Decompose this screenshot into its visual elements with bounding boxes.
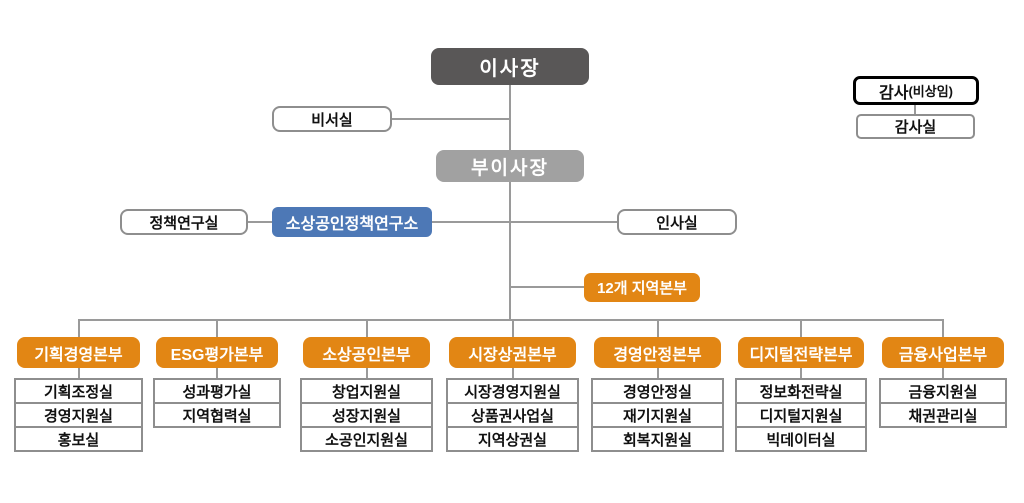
division-column-digital: 디지털전략본부 정보화전략실 디지털지원실 빅데이터실 xyxy=(735,319,867,452)
dept-cell: 경영지원실 xyxy=(14,402,143,428)
dept-cell: 성과평가실 xyxy=(153,378,281,404)
dept-cell: 디지털지원실 xyxy=(735,402,867,428)
division-column-small-business: 소상공인본부 창업지원실 성장지원실 소공인지원실 xyxy=(300,319,433,452)
dept-list: 경영안정실 재기지원실 회복지원실 xyxy=(591,378,724,452)
policy-institute-box: 소상공인정책연구소 xyxy=(272,207,432,237)
dept-cell: 홍보실 xyxy=(14,426,143,452)
dept-cell: 채권관리실 xyxy=(879,402,1007,428)
dept-cell: 지역상권실 xyxy=(446,426,579,452)
connector-distribution-bar xyxy=(78,319,944,321)
dept-list: 정보화전략실 디지털지원실 빅데이터실 xyxy=(735,378,867,452)
dept-cell: 정보화전략실 xyxy=(735,378,867,404)
audit-office-box: 감사실 xyxy=(856,114,975,139)
division-column-finance: 금융사업본부 금융지원실 채권관리실 xyxy=(879,319,1007,428)
connector-auditor-office xyxy=(914,104,916,115)
division-header: 디지털전략본부 xyxy=(738,337,864,368)
dept-cell: 상품권사업실 xyxy=(446,402,579,428)
division-column-planning: 기획경영본부 기획조정실 경영지원실 홍보실 xyxy=(14,319,143,452)
connector-vice-divisions xyxy=(509,182,511,321)
dept-cell: 창업지원실 xyxy=(300,378,433,404)
regional-hq-box: 12개 지역본부 xyxy=(584,273,700,302)
division-column-esg: ESG평가본부 성과평가실 지역협력실 xyxy=(153,319,281,428)
dept-cell: 기획조정실 xyxy=(14,378,143,404)
dept-list: 창업지원실 성장지원실 소공인지원실 xyxy=(300,378,433,452)
division-header: ESG평가본부 xyxy=(156,337,278,368)
connector-chairman-vice xyxy=(509,85,511,150)
vice-chairman-box: 부이사장 xyxy=(436,150,584,182)
dept-cell: 회복지원실 xyxy=(591,426,724,452)
dept-cell: 경영안정실 xyxy=(591,378,724,404)
connector-mid-row xyxy=(248,221,617,223)
dept-list: 기획조정실 경영지원실 홍보실 xyxy=(14,378,143,452)
connector-secretary xyxy=(391,118,510,120)
dept-cell: 시장경영지원실 xyxy=(446,378,579,404)
division-column-management-stability: 경영안정본부 경영안정실 재기지원실 회복지원실 xyxy=(591,319,724,452)
dept-cell: 금융지원실 xyxy=(879,378,1007,404)
dept-list: 시장경영지원실 상품권사업실 지역상권실 xyxy=(446,378,579,452)
dept-cell: 소공인지원실 xyxy=(300,426,433,452)
dept-cell: 빅데이터실 xyxy=(735,426,867,452)
chairman-box: 이사장 xyxy=(431,48,589,85)
division-header: 소상공인본부 xyxy=(303,337,430,368)
auditor-label: 감사 xyxy=(879,84,909,102)
policy-research-office-box: 정책연구실 xyxy=(120,209,248,235)
division-header: 금융사업본부 xyxy=(882,337,1004,368)
secretary-office-box: 비서실 xyxy=(272,106,392,132)
division-header: 경영안정본부 xyxy=(594,337,721,368)
hr-office-box: 인사실 xyxy=(617,209,737,235)
dept-cell: 성장지원실 xyxy=(300,402,433,428)
division-header: 기획경영본부 xyxy=(17,337,140,368)
dept-cell: 재기지원실 xyxy=(591,402,724,428)
division-header: 시장상권본부 xyxy=(449,337,576,368)
connector-regional-hq xyxy=(510,286,584,288)
auditor-box: 감사(비상임) xyxy=(853,76,979,105)
division-column-market: 시장상권본부 시장경영지원실 상품권사업실 지역상권실 xyxy=(446,319,579,452)
dept-list: 금융지원실 채권관리실 xyxy=(879,378,1007,428)
dept-list: 성과평가실 지역협력실 xyxy=(153,378,281,428)
dept-cell: 지역협력실 xyxy=(153,402,281,428)
auditor-suffix: (비상임) xyxy=(908,84,953,99)
